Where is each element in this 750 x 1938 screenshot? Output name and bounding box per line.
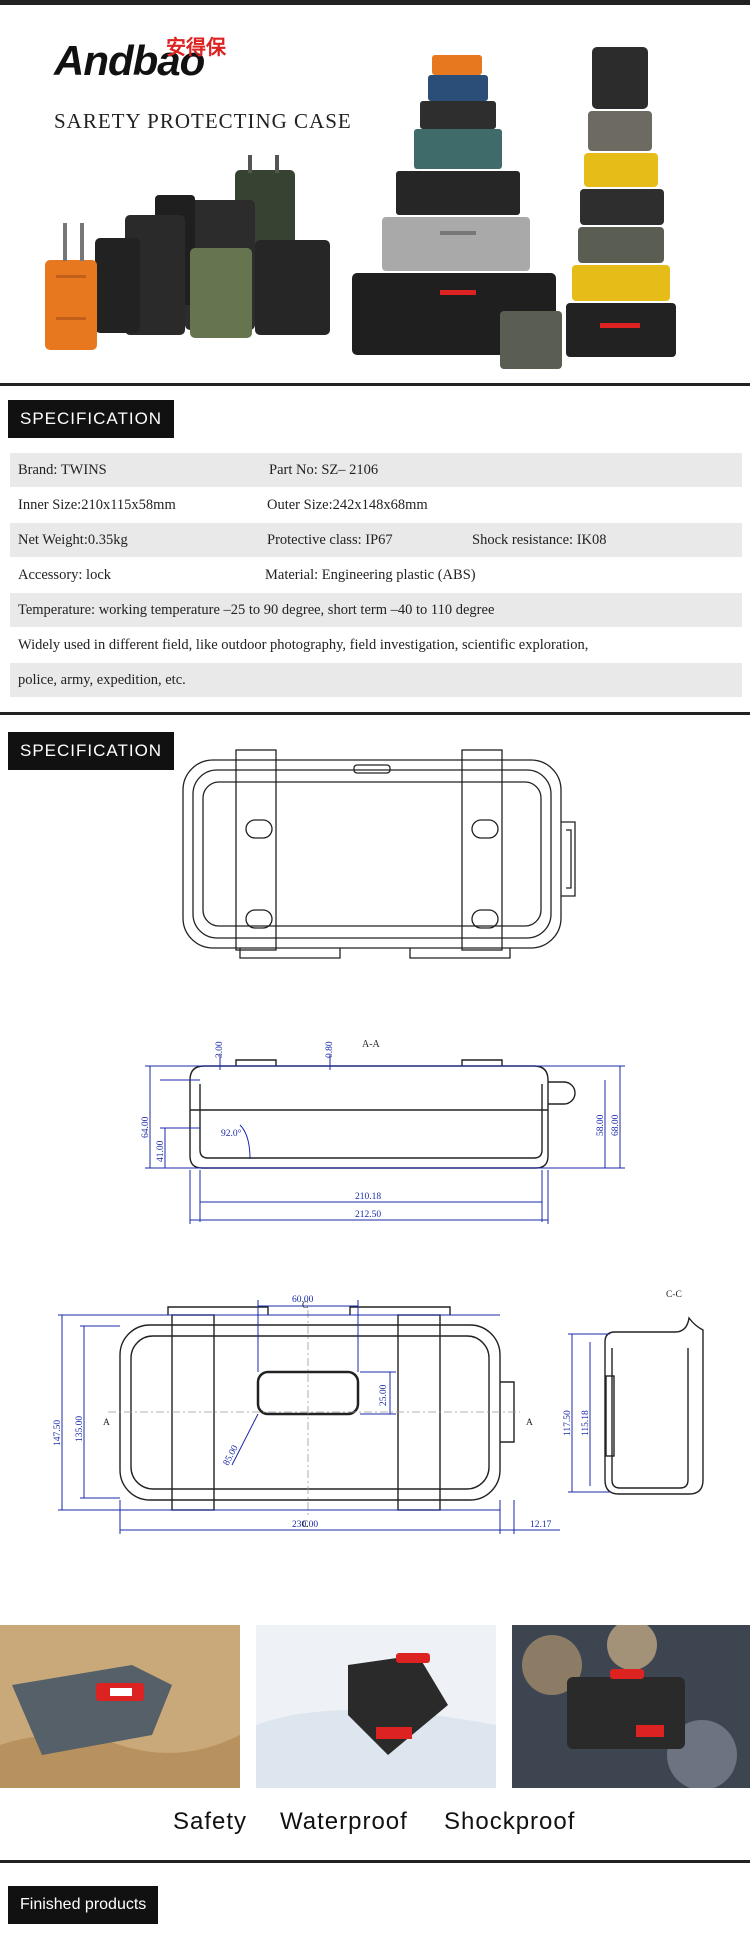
section-mark-c-top: C (302, 1301, 308, 1311)
dim-3: 3.00 (215, 1041, 225, 1058)
logo-text: Andbao (54, 37, 205, 84)
logo-chinese: 安得保 (166, 35, 226, 59)
brand-logo: 安得保 Andbao (54, 35, 226, 85)
spec-shock-resistance: Shock resistance: IK08 (472, 532, 607, 548)
stacked-cases-right (566, 47, 676, 357)
dim-212: 212.50 (355, 1210, 381, 1220)
dim-147-5: 147.50 (53, 1420, 63, 1446)
dim-135: 135.00 (75, 1416, 85, 1442)
spec-row: Inner Size:210x115x58mm Outer Size:242x1… (10, 488, 742, 522)
spec-inner-size: Inner Size:210x115x58mm (18, 497, 176, 513)
feature-captions: Safety Waterproof Shockproof (0, 1808, 750, 1848)
photo-waterproof (256, 1625, 496, 1788)
spec-row: Brand: TWINS Part No: SZ– 2106 (10, 453, 742, 487)
spec-usage-line2: police, army, expedition, etc. (18, 672, 186, 688)
dim-41: 41.00 (156, 1140, 166, 1162)
dim-12-17: 12.17 (530, 1520, 552, 1530)
photo-shockproof (512, 1625, 750, 1788)
section-mark-c-bottom: C (302, 1520, 308, 1530)
finished-products-heading: Finished products (8, 1886, 159, 1924)
hero-banner: 安得保 Andbao SARETY PROTECTING CASE (0, 5, 750, 383)
dim-angle: 92.0° (221, 1128, 242, 1139)
spec-outer-size: Outer Size:242x148x68mm (267, 497, 428, 513)
section-cc-label: C-C (666, 1290, 682, 1300)
dim-60: 60.00 (292, 1295, 314, 1305)
spec-row: Accessory: lock Material: Engineering pl… (10, 558, 742, 592)
section-divider (0, 383, 750, 386)
product-group-image (45, 47, 676, 369)
hero-title: SARETY PROTECTING CASE (54, 109, 352, 133)
spec-brand: Brand: TWINS (18, 462, 107, 478)
section-mark-a-left: A (103, 1418, 110, 1428)
dim-25: 25.00 (379, 1384, 389, 1406)
trolley-cases (45, 155, 330, 350)
spec-row: Temperature: working temperature –25 to … (10, 593, 742, 627)
dim-115-18: 115.18 (581, 1410, 591, 1436)
dim-68: 68.00 (611, 1114, 621, 1136)
technical-drawing: A-A 3.00 (53, 749, 704, 1534)
section-aa-label: A-A (362, 1039, 381, 1050)
spec-temperature: Temperature: working temperature –25 to … (18, 602, 495, 618)
caption-safety: Safety (173, 1808, 248, 1835)
section-divider (0, 712, 750, 715)
dim-210: 210.18 (355, 1192, 381, 1202)
top-border (0, 0, 750, 5)
spec-material: Material: Engineering plastic (ABS) (265, 567, 476, 583)
feature-photos (0, 1625, 750, 1788)
spec-row: Net Weight:0.35kg Protective class: IP67… (10, 523, 742, 557)
dim-85: 85.00 (222, 1444, 241, 1468)
section-mark-a-right: A (526, 1418, 533, 1428)
caption-waterproof: Waterproof (280, 1808, 408, 1835)
spec-row: police, army, expedition, etc. (10, 663, 742, 697)
photo-safety (0, 1625, 240, 1788)
dim-117-5: 117.50 (563, 1410, 573, 1436)
caption-shockproof: Shockproof (444, 1808, 576, 1835)
stacked-cases (352, 55, 562, 369)
spec-usage-line1: Widely used in different field, like out… (18, 637, 589, 653)
dim-64: 64.00 (141, 1116, 151, 1138)
section-divider (0, 1860, 750, 1863)
specification-heading: SPECIFICATION (8, 400, 175, 438)
spec-protective-class: Protective class: IP67 (267, 532, 393, 548)
specification-heading: SPECIFICATION (8, 732, 175, 770)
spec-net-weight: Net Weight:0.35kg (18, 532, 128, 548)
dim-58: 58.00 (596, 1114, 606, 1136)
spec-accessory: Accessory: lock (18, 567, 112, 583)
dim-230: 230.00 (292, 1520, 318, 1530)
spec-row: Widely used in different field, like out… (10, 628, 742, 662)
spec-part-no: Part No: SZ– 2106 (269, 462, 379, 478)
dim-0-8: 0.80 (325, 1041, 335, 1058)
